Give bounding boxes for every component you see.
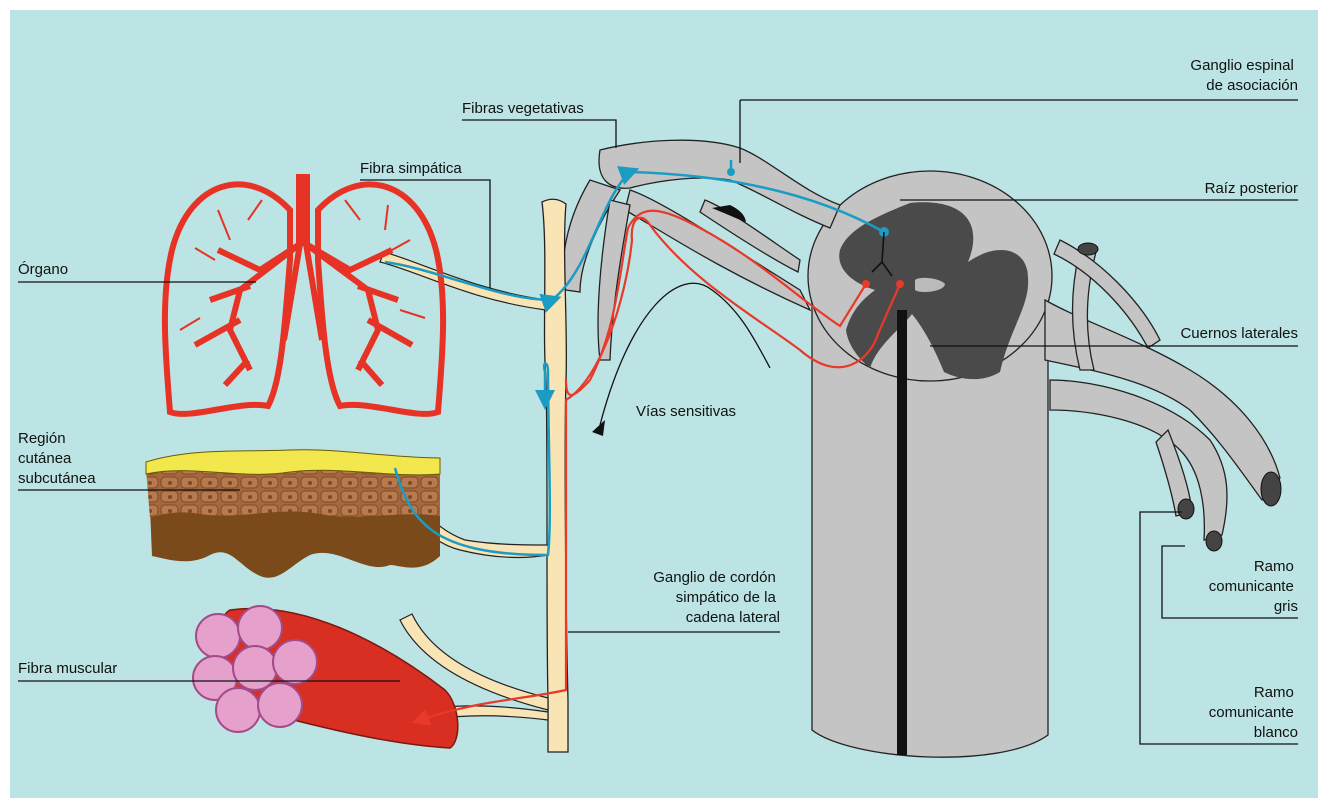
label-region-cutanea: Región cutánea subcutánea (18, 430, 96, 487)
lungs-organ (165, 174, 443, 414)
label-vias-sensitivas: Vías sensitivas (636, 403, 736, 420)
label-organo: Órgano (18, 261, 68, 278)
label-fibras-vegetativas: Fibras vegetativas (462, 100, 584, 117)
sensory-pathway-blue (385, 172, 884, 555)
nerve-cut-3 (1206, 531, 1222, 551)
label-ramo-gris: Ramo comunicante gris (1209, 558, 1298, 615)
central-fissure (897, 310, 907, 755)
label-fibra-muscular: Fibra muscular (18, 660, 117, 677)
spinal-cord (808, 171, 1052, 757)
label-ramo-blanco: Ramo comunicante blanco (1209, 684, 1298, 741)
label-fibra-simpatica: Fibra simpática (360, 160, 462, 177)
sympathetic-chain (542, 199, 568, 752)
nerve-cut-4 (1078, 243, 1098, 255)
label-cuernos-laterales: Cuernos laterales (1180, 325, 1298, 342)
nerve-cut-2 (1178, 499, 1194, 519)
label-ganglio-espinal: Ganglio espinal de asociación (1190, 57, 1298, 94)
label-raiz-posterior: Raíz posterior (1205, 180, 1298, 197)
nerve-cut-1 (1261, 472, 1281, 506)
label-ganglio-cordon: Ganglio de cordón simpático de la cadena… (653, 569, 780, 626)
